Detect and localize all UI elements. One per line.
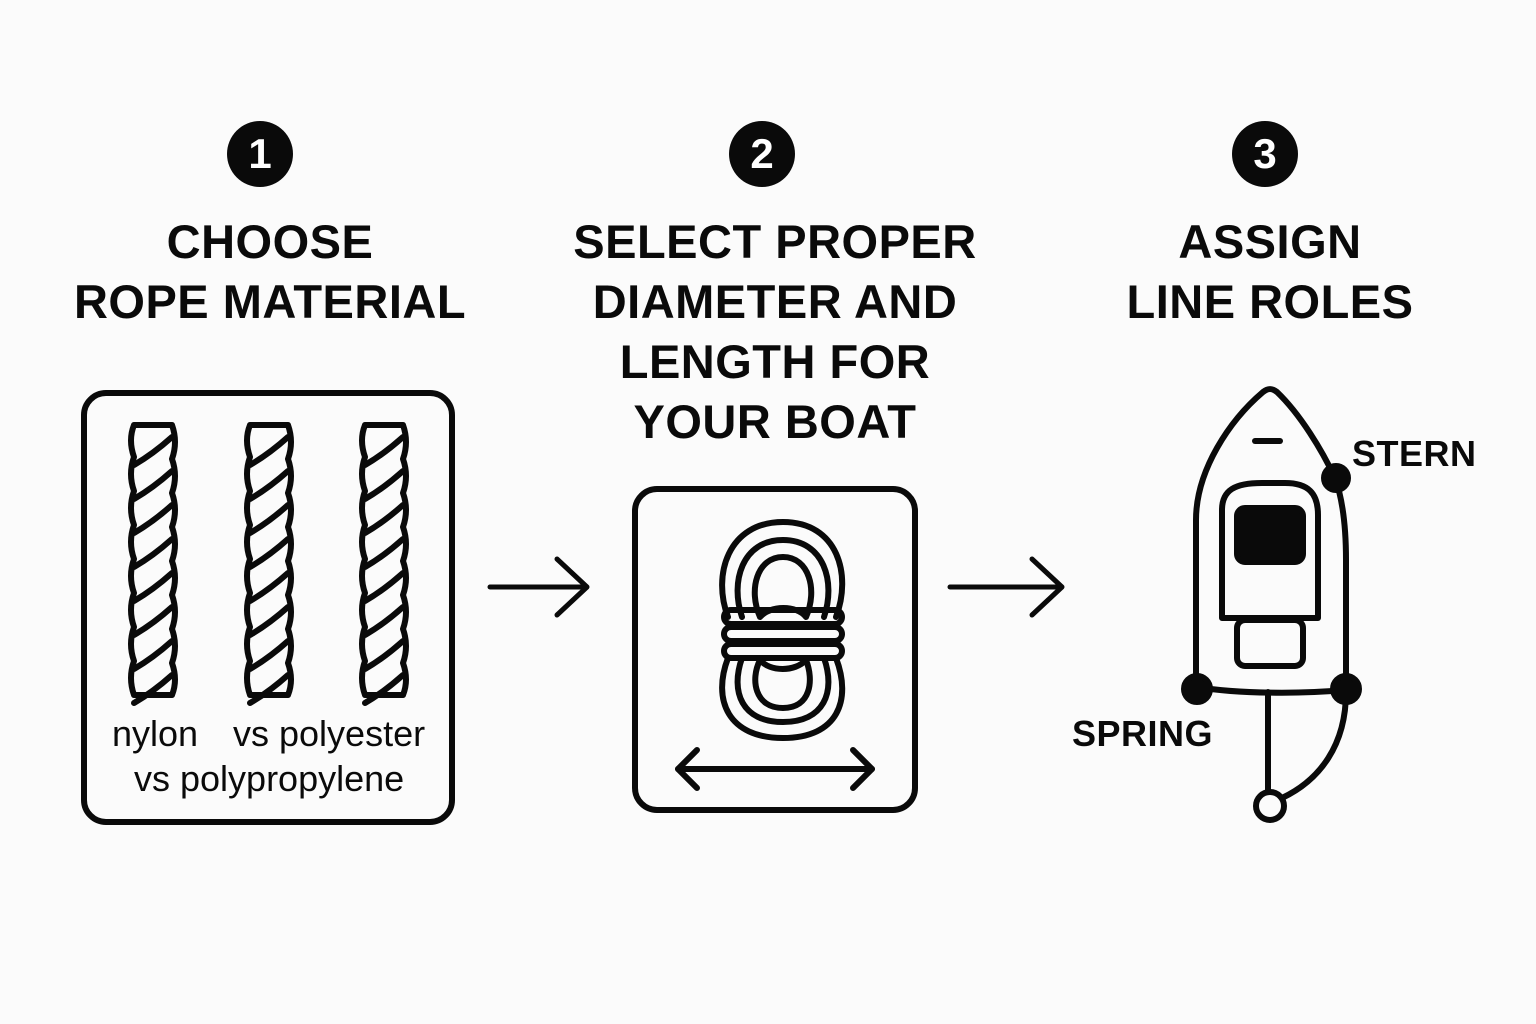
step-1-card (81, 390, 455, 825)
rope-strand (131, 570, 175, 604)
step-2-badge: 2 (729, 121, 795, 187)
rope-nylon-icon (128, 422, 178, 706)
rope-strand (131, 434, 175, 468)
boat-cabin (1219, 480, 1321, 621)
coiled-rope-icon (719, 519, 846, 741)
material-label-polypropylene: vs polypropylene (134, 758, 405, 799)
rope-strand (247, 434, 291, 468)
rope-polypropylene-icon (359, 422, 409, 706)
rope-polyester-icon (244, 422, 294, 706)
step-2-card (632, 486, 918, 813)
rope-outline (128, 422, 178, 698)
rope-strand (131, 638, 175, 672)
rope-strand (362, 604, 406, 638)
boat-windshield (1234, 505, 1306, 565)
step-3-badge: 3 (1232, 121, 1298, 187)
rope-strand (247, 570, 291, 604)
rope-outline (359, 422, 409, 698)
spring-label: SPRING (1072, 713, 1214, 754)
step-2-title: SELECT PROPER DIAMETER AND LENGTH FOR YO… (573, 215, 977, 448)
rope-strand (362, 672, 406, 706)
boat-hull (1193, 386, 1349, 696)
rope-strand (362, 468, 406, 502)
step-3-title: ASSIGN LINE ROLES (1126, 215, 1414, 328)
rope-strand (247, 502, 291, 536)
stern-cleat-dot (1321, 463, 1351, 493)
rope-strand (247, 536, 291, 570)
rope-strand (247, 672, 291, 706)
rope-strand (131, 672, 175, 706)
material-label-nylon: nylon (112, 713, 199, 754)
arrow-right-icon (487, 556, 590, 618)
boat-mooring-icon (1181, 386, 1362, 823)
rope-strand (131, 502, 175, 536)
rope-strand (362, 434, 406, 468)
boat-console (1234, 617, 1306, 669)
twisted-ropes-icon (128, 422, 409, 706)
arrow-right-icon (947, 556, 1065, 618)
rope-strand (362, 570, 406, 604)
step-1-title: CHOOSE ROPE MATERIAL (73, 215, 467, 328)
rope-strand (362, 638, 406, 672)
rope-strand (247, 604, 291, 638)
rope-strand (131, 536, 175, 570)
rope-strand (362, 536, 406, 570)
rope-outline (244, 422, 294, 698)
length-double-arrow-icon (675, 747, 875, 791)
rope-strand (247, 638, 291, 672)
anchor-ring-icon (1253, 789, 1287, 823)
spring-cleat-dot (1181, 673, 1213, 705)
rope-strand (131, 468, 175, 502)
rope-strand (362, 502, 406, 536)
aft-cleat-dot (1330, 673, 1362, 705)
stern-label: STERN (1352, 433, 1477, 474)
step-1-badge: 1 (227, 121, 293, 187)
rope-strand (247, 468, 291, 502)
material-label-polyester: vs polyester (233, 713, 426, 754)
rope-strand (131, 604, 175, 638)
